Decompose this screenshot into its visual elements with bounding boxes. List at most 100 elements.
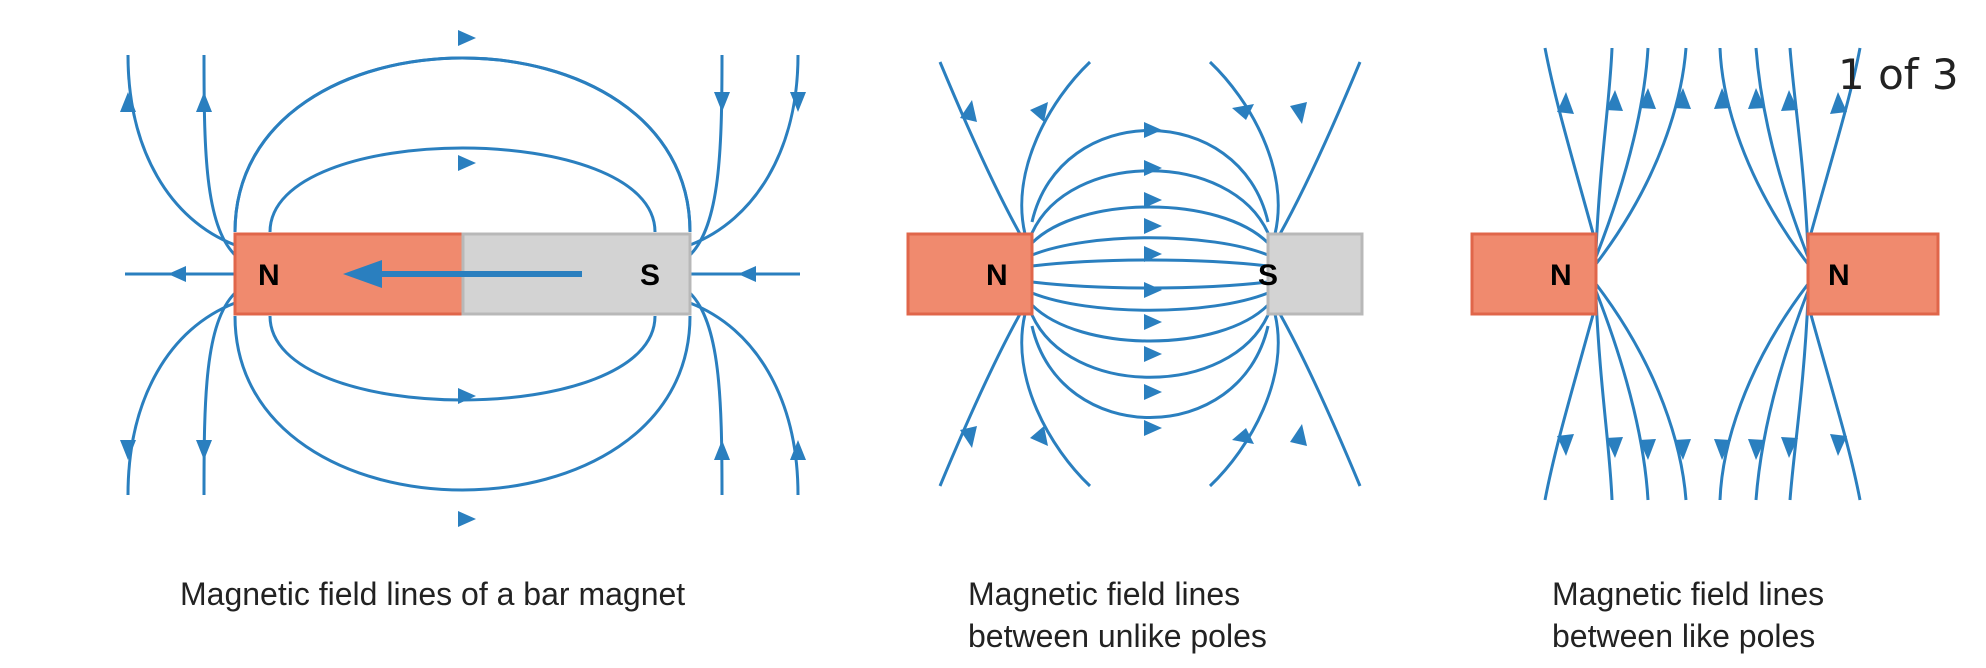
field-line xyxy=(233,56,692,233)
arrowhead-icon xyxy=(1144,420,1162,436)
arrowhead-icon xyxy=(714,440,730,460)
pole-label: N xyxy=(258,259,280,292)
north-pole xyxy=(906,232,1034,316)
field-line xyxy=(1031,291,1269,312)
caption-like-poles: Magnetic field lines between like poles xyxy=(1552,573,1824,657)
field-line xyxy=(233,56,692,233)
arrowhead-icon xyxy=(458,30,476,46)
arrowhead-icon xyxy=(1830,434,1847,456)
field-line xyxy=(1278,313,1362,487)
field-line xyxy=(689,54,800,247)
field-line xyxy=(268,315,657,402)
arrowhead-icon xyxy=(343,260,382,288)
arrowhead-icon xyxy=(1639,88,1656,109)
pole-label: S xyxy=(1258,259,1278,292)
arrowhead-icon xyxy=(738,266,756,282)
arrowhead-icon xyxy=(1144,160,1162,176)
field-line xyxy=(1594,47,1650,258)
pole-label: N xyxy=(986,259,1008,292)
arrowhead-icon xyxy=(1144,384,1162,400)
caption-line: between like poles xyxy=(1552,618,1816,654)
arrowhead-icon xyxy=(120,92,136,112)
pole-label: N xyxy=(1828,259,1850,292)
arrowhead-icon xyxy=(790,440,806,460)
field-line xyxy=(1030,325,1270,419)
field-line xyxy=(1718,283,1810,501)
arrowhead-icon xyxy=(1748,88,1765,109)
field-line xyxy=(1594,47,1688,265)
caption-bar-magnet: Magnetic field lines of a bar magnet xyxy=(180,573,685,615)
field-line xyxy=(202,291,237,496)
panel-like-poles xyxy=(1543,47,1862,501)
field-line xyxy=(1031,236,1269,257)
arrowhead-icon xyxy=(1781,437,1798,458)
field-line xyxy=(1788,47,1810,251)
field-line xyxy=(1754,47,1810,258)
field-line xyxy=(1031,258,1269,268)
arrowhead-icon xyxy=(1748,439,1765,460)
pole-label: N xyxy=(1550,259,1572,292)
arrowhead-icon xyxy=(1557,434,1574,456)
caption-unlike-poles: Magnetic field lines between unlike pole… xyxy=(968,573,1267,657)
caption-line: Magnetic field lines of a bar magnet xyxy=(180,576,686,612)
arrowhead-icon xyxy=(960,426,977,448)
arrowhead-icon xyxy=(790,92,806,112)
field-line xyxy=(1754,290,1810,501)
arrowhead-icon xyxy=(714,92,730,112)
field-line xyxy=(1543,303,1598,501)
field-line xyxy=(1030,303,1270,343)
arrowhead-icon xyxy=(458,155,476,171)
arrowhead-icon xyxy=(1144,218,1162,234)
arrowhead-icon xyxy=(1232,104,1254,120)
panel-like-poles-arrows xyxy=(1557,88,1847,460)
north-pole xyxy=(1806,232,1940,316)
field-line xyxy=(1718,47,1810,265)
field-line xyxy=(1208,60,1280,235)
field-line xyxy=(1594,283,1688,501)
arrowhead-icon xyxy=(1144,314,1162,330)
field-line xyxy=(1594,47,1614,251)
caption-line: between unlike poles xyxy=(968,618,1267,654)
field-line xyxy=(1806,47,1862,245)
field-line xyxy=(688,54,724,257)
field-line xyxy=(1030,205,1270,245)
caption-line: Magnetic field lines xyxy=(1552,576,1825,612)
arrowhead-icon xyxy=(458,511,476,527)
arrowhead-icon xyxy=(1144,346,1162,362)
field-line xyxy=(1020,313,1092,488)
arrowhead-icon xyxy=(1144,282,1162,298)
arrowhead-icon xyxy=(1674,439,1691,460)
field-line xyxy=(1806,303,1862,501)
field-line xyxy=(202,54,237,257)
arrowhead-icon xyxy=(1830,92,1847,114)
arrowhead-icon xyxy=(1144,122,1162,138)
arrowhead-icon xyxy=(1714,439,1731,460)
arrowhead-icon xyxy=(1144,192,1162,208)
arrowhead-icon xyxy=(1144,246,1162,262)
pole-label: S xyxy=(640,259,660,292)
field-line xyxy=(1030,314,1270,379)
field-line xyxy=(126,54,236,247)
field-line xyxy=(268,146,657,233)
caption-line: Magnetic field lines xyxy=(968,576,1241,612)
field-line xyxy=(689,301,800,496)
arrowhead-icon xyxy=(196,440,212,460)
field-line xyxy=(1278,61,1362,235)
field-line xyxy=(1788,297,1810,501)
panel-unlike-poles-arrows xyxy=(960,100,1307,448)
field-line xyxy=(1543,47,1598,245)
arrowhead-icon xyxy=(1674,88,1691,109)
field-line xyxy=(126,301,236,496)
arrowhead-icon xyxy=(1714,88,1731,109)
slide-counter: 1 of 3 xyxy=(1838,50,1959,99)
field-line xyxy=(233,315,692,492)
field-line xyxy=(938,61,1022,235)
field-line xyxy=(1594,290,1650,501)
arrowhead-icon xyxy=(1290,102,1307,124)
arrowhead-icon xyxy=(1606,90,1623,111)
arrowhead-icon xyxy=(1606,437,1623,458)
arrowhead-icon xyxy=(1290,424,1307,446)
arrowhead-icon xyxy=(960,100,977,122)
panel-bar-magnet-arrows xyxy=(120,30,806,527)
